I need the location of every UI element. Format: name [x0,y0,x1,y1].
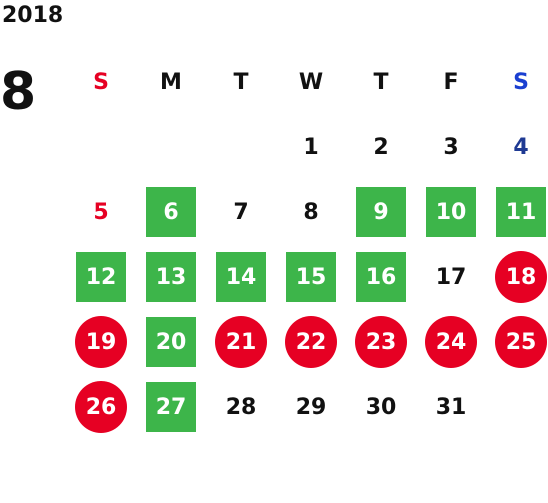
calendar-day-number: 3 [443,134,459,160]
calendar-day-cell[interactable]: 6 [136,180,206,245]
calendar-day-number: 20 [155,329,187,355]
weekday-header-wednesday: W [276,50,346,115]
weekday-header-saturday: S [486,50,548,115]
weekday-header-monday: M [136,50,206,115]
calendar-day-cell[interactable]: 15 [276,245,346,310]
weekday-label: T [233,69,249,95]
calendar-day-number: 31 [435,394,467,420]
calendar-day-number: 21 [225,329,257,355]
weekday-label: W [298,69,324,95]
calendar-day-cell[interactable]: 31 [416,375,486,440]
calendar-day-cell[interactable]: 3 [416,115,486,180]
calendar-day-cell[interactable]: 25 [486,310,548,375]
calendar-day-cell[interactable]: 5 [66,180,136,245]
calendar-day-cell[interactable]: 12 [66,245,136,310]
calendar-year: 2018 [2,3,64,28]
calendar-day-number: 30 [365,394,397,420]
calendar-week-row: 12 13 14 15 16 17 18 [66,245,548,310]
calendar-day-cell[interactable]: 14 [206,245,276,310]
calendar-day-number: 26 [85,394,117,420]
calendar-day-number: 16 [365,264,397,290]
calendar-day-number: 4 [513,134,529,160]
calendar-day-cell[interactable]: 16 [346,245,416,310]
calendar-day-cell[interactable]: 23 [346,310,416,375]
weekday-header-row: S M T W T F S [66,50,548,115]
calendar-day-cell[interactable]: 24 [416,310,486,375]
calendar-day-number: 7 [233,199,249,225]
calendar-empty-cell [206,115,276,180]
calendar-day-cell[interactable]: 9 [346,180,416,245]
calendar-day-number: 13 [155,264,187,290]
calendar-day-cell[interactable]: 7 [206,180,276,245]
calendar-day-number: 12 [85,264,117,290]
calendar-day-cell[interactable]: 19 [66,310,136,375]
calendar-day-number: 25 [505,329,537,355]
weekday-header-friday: F [416,50,486,115]
calendar-day-number: 18 [505,264,537,290]
calendar-day-number: 22 [295,329,327,355]
calendar-day-number: 17 [435,264,467,290]
calendar-day-cell[interactable]: 21 [206,310,276,375]
calendar-day-cell[interactable]: 17 [416,245,486,310]
calendar-day-number: 2 [373,134,389,160]
calendar-day-cell[interactable]: 26 [66,375,136,440]
calendar-day-number: 19 [85,329,117,355]
calendar-month: 8 [0,62,37,122]
calendar-day-number: 29 [295,394,327,420]
calendar-empty-cell [136,115,206,180]
calendar-week-row: 5 6 7 8 9 10 11 [66,180,548,245]
calendar-week-row: 19 20 21 22 23 24 25 [66,310,548,375]
weekday-label: F [443,69,459,95]
weekday-header-thursday: T [346,50,416,115]
calendar-week-row: 26 27 28 29 30 31 [66,375,548,440]
calendar-day-cell[interactable]: 1 [276,115,346,180]
calendar-week-row: 1 2 3 4 [66,115,548,180]
calendar-day-cell[interactable]: 18 [486,245,548,310]
weekday-label: M [160,69,182,95]
calendar-day-cell[interactable]: 2 [346,115,416,180]
calendar-day-cell[interactable]: 30 [346,375,416,440]
calendar-day-number: 5 [93,199,109,225]
calendar-day-number: 10 [435,199,467,225]
weekday-label: S [93,69,109,95]
calendar-day-cell[interactable]: 4 [486,115,548,180]
calendar-day-cell[interactable]: 28 [206,375,276,440]
calendar-day-number: 1 [303,134,319,160]
weekday-label: T [373,69,389,95]
calendar-day-number: 28 [225,394,257,420]
weekday-header-tuesday: T [206,50,276,115]
calendar-day-number: 24 [435,329,467,355]
calendar-day-number: 6 [163,199,179,225]
calendar-day-cell[interactable]: 20 [136,310,206,375]
calendar-day-cell[interactable]: 11 [486,180,548,245]
calendar-day-number: 14 [225,264,257,290]
weekday-header-sunday: S [66,50,136,115]
calendar-day-number: 8 [303,199,319,225]
calendar-day-cell[interactable]: 13 [136,245,206,310]
calendar-day-number: 15 [295,264,327,290]
calendar-day-cell[interactable]: 10 [416,180,486,245]
calendar-day-cell[interactable]: 22 [276,310,346,375]
calendar-day-number: 11 [505,199,537,225]
weekday-label: S [513,69,529,95]
calendar-day-number: 23 [365,329,397,355]
calendar-day-cell[interactable]: 27 [136,375,206,440]
calendar-day-number: 27 [155,394,187,420]
calendar-day-cell[interactable]: 29 [276,375,346,440]
calendar-day-cell[interactable]: 8 [276,180,346,245]
calendar-day-number: 9 [373,199,389,225]
calendar-empty-cell [486,375,548,440]
calendar-empty-cell [66,115,136,180]
